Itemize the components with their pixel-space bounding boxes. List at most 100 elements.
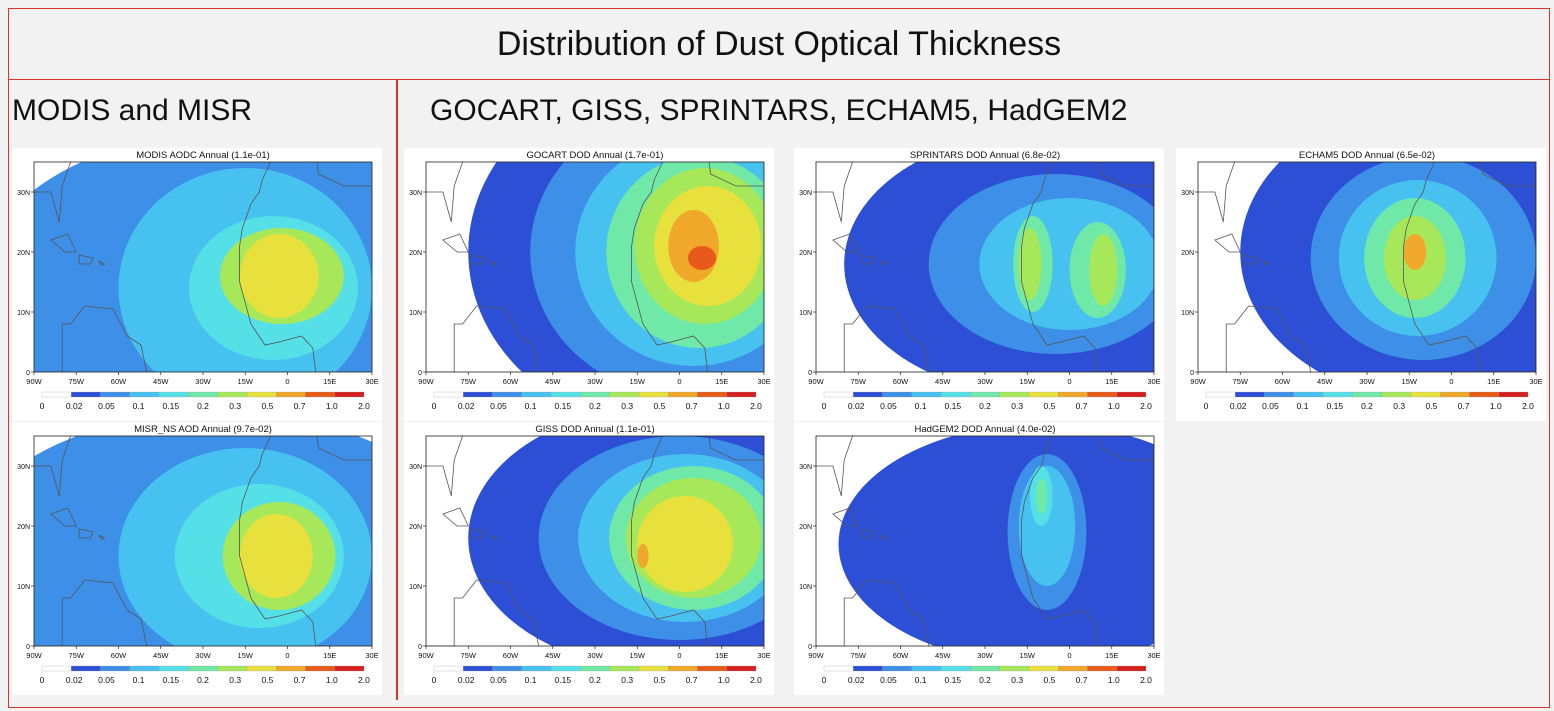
y-tick-label: 10N: [409, 310, 422, 317]
coastline-africa: [1403, 162, 1536, 372]
coastline-island: [880, 260, 888, 266]
colorbar-tick-label: 0.7: [294, 675, 306, 685]
x-tick-label: 60W: [111, 377, 127, 386]
colorbar-tick-label: 0.02: [848, 401, 865, 411]
x-tick-label: 15E: [1105, 651, 1118, 660]
colorbar-swatch: [276, 391, 306, 398]
coastline-island: [50, 233, 77, 253]
x-tick-label: 0: [677, 377, 681, 386]
page-title: Distribution of Dust Optical Thickness: [496, 24, 1062, 63]
coastline-north-america: [34, 436, 71, 497]
contour-band: [637, 496, 734, 592]
colorbar-tick-label: 0: [822, 401, 827, 411]
x-tick-label: 45W: [153, 651, 169, 660]
colorbar-tick-label: 0.2: [197, 675, 209, 685]
coastline-africa: [1021, 162, 1154, 372]
chart-title: HadGEM2 DOD Annual (4.0e-02): [915, 424, 1056, 435]
y-tick-label: 10N: [799, 584, 812, 591]
coastline-africa: [631, 162, 764, 372]
coastline-africa: [1021, 436, 1154, 646]
x-tick-label: 45W: [545, 377, 561, 386]
colorbar-swatch: [1116, 391, 1147, 398]
colorbar-tick-label: 0.5: [261, 401, 273, 411]
colorbar-swatch: [158, 391, 189, 398]
colorbar-swatch: [100, 391, 130, 398]
colorbar-swatch: [492, 665, 522, 672]
x-tick-label: 15E: [1105, 377, 1118, 386]
coastline-africa: [239, 436, 372, 646]
colorbar-swatch: [246, 391, 277, 398]
dust-field: [34, 436, 372, 646]
colorbar-tick-label: 0: [1204, 401, 1209, 411]
x-tick-label: 30E: [1147, 651, 1160, 660]
colorbar-tick-label: 2.0: [750, 401, 762, 411]
colorbar-tick-label: 0.15: [1327, 401, 1344, 411]
coastline-island: [442, 507, 469, 527]
colorbar-tick-label: 0.3: [1011, 675, 1023, 685]
y-tick-label: 0: [418, 370, 422, 377]
colorbar-tick-label: 0.1: [915, 675, 927, 685]
section-divider: [396, 80, 398, 700]
colorbar-tick-label: 0.15: [555, 675, 572, 685]
colorbar-swatch: [521, 391, 552, 398]
colorbar-tick-label: 0.05: [1262, 401, 1279, 411]
colorbar-swatch: [726, 665, 757, 672]
colorbar-tick-label: 1.0: [326, 675, 338, 685]
colorbar-swatch: [823, 391, 854, 398]
colorbar-swatch: [1498, 391, 1529, 398]
colorbar-swatch: [305, 665, 335, 672]
colorbar-swatch: [999, 665, 1030, 672]
x-tick-label: 0: [285, 377, 289, 386]
colorbar-swatch: [217, 665, 248, 672]
colorbar-tick-label: 0.15: [945, 675, 962, 685]
colorbar-tick-label: 1.0: [1490, 401, 1502, 411]
colorbar-swatch: [1440, 391, 1470, 398]
colorbar-tick-label: 2.0: [358, 401, 370, 411]
y-tick-label: 20N: [17, 250, 30, 257]
dust-field: [816, 162, 1154, 372]
x-tick-label: 15W: [1402, 377, 1418, 386]
colorbar-tick-label: 0.3: [1011, 401, 1023, 411]
colorbar-tick-label: 0.02: [848, 675, 865, 685]
colorbar-swatch: [668, 665, 698, 672]
x-tick-label: 15E: [1487, 377, 1500, 386]
contour-band: [1403, 234, 1427, 270]
colorbar-swatch: [1352, 391, 1382, 398]
x-tick-label: 15W: [1020, 377, 1036, 386]
y-tick-label: 30N: [799, 464, 812, 471]
coastline-island: [490, 534, 498, 540]
x-tick-label: 60W: [893, 651, 909, 660]
colorbar-tick-label: 0.2: [1361, 401, 1373, 411]
colorbar-tick-label: 0.2: [589, 401, 601, 411]
x-tick-label: 45W: [935, 377, 951, 386]
y-tick-label: 0: [26, 644, 30, 651]
coastline-island: [50, 507, 77, 527]
coastline-north-america: [426, 436, 463, 497]
colorbar-tick-label: 0.5: [1043, 401, 1055, 411]
colorbar-tick-label: 0.02: [66, 675, 83, 685]
y-tick-label: 20N: [17, 524, 30, 531]
x-tick-label: 75W: [461, 651, 477, 660]
chart-title: ECHAM5 DOD Annual (6.5e-02): [1299, 150, 1435, 161]
colorbar-swatch: [492, 391, 522, 398]
x-tick-label: 15W: [238, 651, 254, 660]
x-tick-label: 90W: [26, 651, 42, 660]
colorbar-swatch: [463, 391, 493, 398]
x-tick-label: 15W: [1020, 651, 1036, 660]
y-tick-label: 30N: [799, 190, 812, 197]
colorbar-tick-label: 0.5: [653, 401, 665, 411]
colorbar-tick-label: 0.3: [229, 675, 241, 685]
colorbar-swatch: [158, 665, 189, 672]
colorbar-tick-label: 0.05: [98, 675, 115, 685]
colorbar-swatch: [697, 391, 727, 398]
contour-band: [1035, 478, 1047, 514]
x-tick-label: 45W: [935, 651, 951, 660]
x-tick-label: 30W: [1359, 377, 1375, 386]
coastline-island: [98, 260, 106, 266]
colorbar-swatch: [1381, 391, 1412, 398]
